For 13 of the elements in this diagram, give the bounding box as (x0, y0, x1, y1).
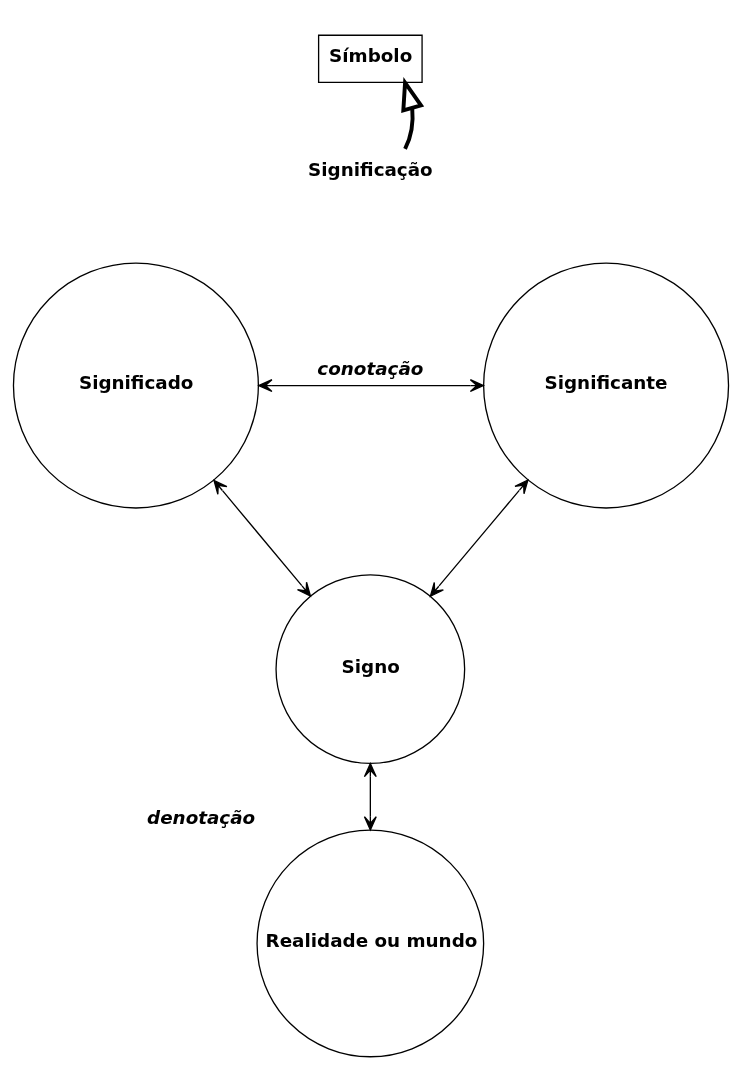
node-text: Significação (308, 159, 433, 181)
arrow (363, 762, 377, 831)
node-circle: Significante (482, 262, 730, 509)
node-label: denotação (147, 806, 256, 828)
node-circle: Realidade ou mundo (256, 829, 485, 1058)
node-box: Símbolo (317, 34, 423, 84)
arrow (258, 379, 485, 393)
arrow (213, 479, 312, 597)
node-circle: Signo (275, 574, 466, 765)
arrow (401, 76, 425, 150)
arrow (429, 479, 529, 597)
edge-label: conotação (317, 358, 424, 380)
node-circle: Significado (12, 262, 260, 509)
